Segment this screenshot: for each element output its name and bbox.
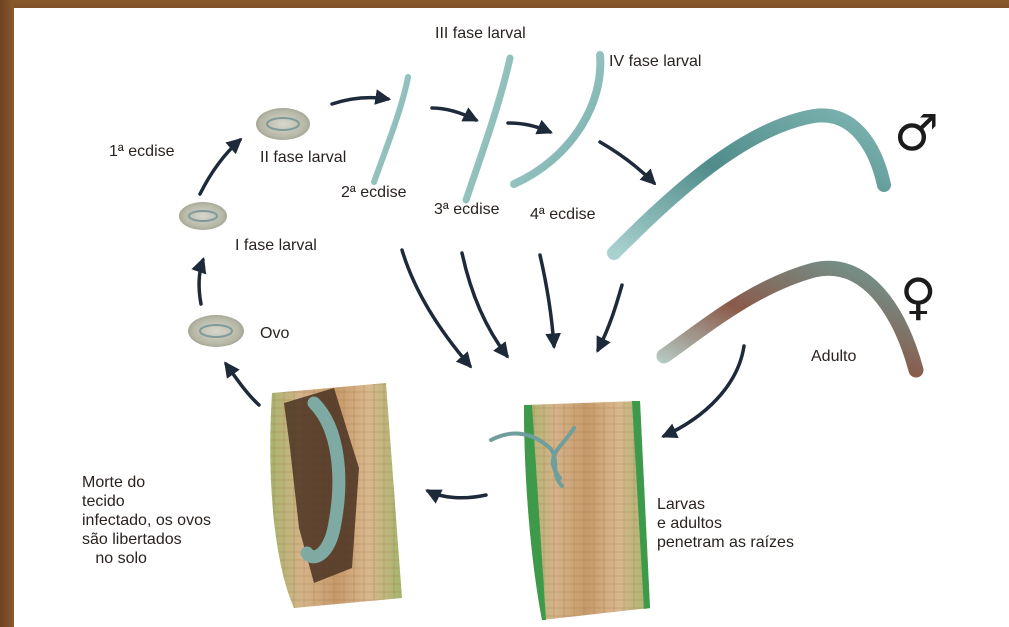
arrow-root-to-necrotic (428, 491, 486, 498)
male-symbol-icon: ♂ (894, 108, 939, 158)
adult-female-worm (664, 268, 916, 370)
frame-left-border (0, 0, 14, 627)
larva-stage-4 (514, 55, 600, 184)
egg-larva-1 (179, 202, 227, 230)
arrow-female-to-root (664, 346, 744, 436)
diagram-panel: III fase larval IV fase larval 1ª ecdise… (14, 8, 1009, 627)
arrow-larva2-to-stage2 (332, 98, 388, 104)
arrow-stage4-to-root (540, 255, 554, 346)
arrow-stage2-to-root (402, 250, 470, 366)
arrow-stage4-to-adult (600, 142, 654, 183)
arrow-stage2-to-stage3 (432, 108, 476, 120)
label-egg: Ovo (260, 324, 289, 343)
arrow-larva1-to-larva2 (200, 140, 240, 194)
label-larval-stage-1: I fase larval (235, 236, 317, 255)
arrow-ovo-to-larva1 (199, 260, 203, 304)
label-larval-stage-4: IV fase larval (609, 52, 701, 71)
label-tissue-death: Morte do tecido infectado, os ovos são l… (82, 473, 211, 568)
infected-root-necrotic (270, 383, 402, 608)
arrow-stage3-to-stage4 (508, 123, 550, 132)
root-penetrated (491, 401, 650, 620)
label-third-molt: 3ª ecdise (434, 200, 500, 219)
arrow-male-to-root (598, 285, 622, 350)
larva-stage-3 (466, 58, 510, 200)
egg-larva-2 (256, 108, 310, 140)
label-adult: Adulto (811, 347, 856, 366)
egg-ovo (188, 315, 244, 347)
label-second-molt: 2ª ecdise (341, 183, 407, 202)
label-larval-stage-3: III fase larval (435, 24, 526, 43)
label-larval-stage-2: II fase larval (260, 148, 346, 167)
female-symbol-icon: ♀ (900, 272, 937, 322)
label-root-penetration: Larvas e adultos penetram as raízes (657, 495, 794, 552)
label-first-molt: 1ª ecdise (109, 142, 175, 161)
larva-stage-2 (374, 77, 408, 182)
arrow-necrotic-to-egg (226, 364, 259, 405)
arrow-stage3-to-root (462, 253, 507, 356)
label-fourth-molt: 4ª ecdise (530, 205, 596, 224)
